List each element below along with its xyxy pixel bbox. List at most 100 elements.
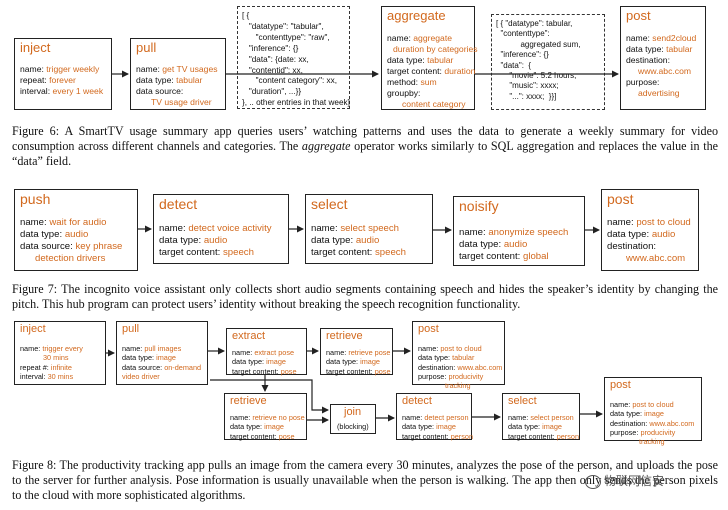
field-key: purpose:: [418, 372, 449, 382]
field-key: destination:: [610, 418, 650, 428]
field-row: data type: audio: [311, 235, 406, 247]
fig6-caption: Figure 6: A SmartTV usage summary app qu…: [12, 124, 718, 170]
field-row: destination: www.abc.com: [418, 363, 502, 372]
field-row: name: detect voice activity: [159, 223, 272, 235]
field-row: target content: pose: [326, 367, 391, 376]
field-key: data type:: [232, 357, 267, 367]
field-value: pose: [280, 366, 297, 376]
field-key: name:: [418, 344, 441, 353]
field-key: name:: [20, 217, 50, 228]
field-key: name:: [136, 64, 163, 74]
field-value: trigger every: [42, 344, 83, 353]
field-row: interval: every 1 week: [20, 86, 103, 97]
field-row: name: select person: [508, 413, 579, 422]
watermark: 物联网信安: [585, 472, 664, 489]
field-key: name:: [159, 223, 189, 234]
field-row: name: trigger weekly: [20, 64, 103, 75]
field-key: name:: [20, 64, 47, 74]
fig6-json-input-text: [ { "datatype": "tabular", "contenttype"…: [242, 11, 350, 108]
fig8-retrieve1-title: retrieve: [326, 330, 363, 342]
fig8-join-box: join (blocking): [330, 404, 376, 434]
field-key: data type:: [387, 55, 428, 65]
field-row: target content: person: [508, 432, 579, 441]
field-row: target content: speech: [311, 247, 406, 259]
field-value: speech: [223, 247, 254, 258]
field-row: data type: tabular: [387, 55, 475, 66]
fig6-json-input: [ { "datatype": "tabular", "contenttype"…: [237, 6, 350, 109]
fig7-noisify-title: noisify: [459, 198, 499, 214]
field-value: tabular: [666, 44, 693, 54]
field-value: post to cloud: [632, 400, 674, 409]
fig6-post-title: post: [626, 8, 651, 23]
field-value: post to cloud: [440, 344, 482, 353]
field-value: image: [264, 422, 284, 432]
field-row: name: pull images: [122, 344, 201, 353]
field-row: name: post to cloud: [610, 400, 694, 409]
field-row: data type: image: [230, 422, 305, 431]
field-row: name: retrieve no pose: [230, 413, 305, 422]
field-row: data source: key phrase: [20, 241, 122, 253]
field-row: name: retrieve pose: [326, 348, 391, 357]
field-value: person: [556, 431, 579, 441]
field-key: data type:: [230, 422, 265, 432]
field-row: destination:: [607, 241, 691, 253]
field-row: name: send2cloud: [626, 33, 696, 44]
field-key: name:: [607, 217, 637, 228]
field-row: name: post to cloud: [607, 217, 691, 229]
field-value: image: [542, 422, 562, 432]
field-key: data type:: [402, 422, 437, 432]
field-key: data type:: [20, 229, 65, 240]
field-row: name: post to cloud: [418, 344, 502, 353]
field-value: infinite: [50, 363, 72, 372]
field-key: target content:: [459, 251, 523, 262]
field-row: data type: audio: [159, 235, 272, 247]
field-key: data type:: [626, 44, 667, 54]
field-value: image: [360, 357, 380, 367]
field-row: groupby:: [387, 88, 475, 99]
fig8-inject-rows: name: trigger every: [20, 344, 83, 353]
field-row: name: extract pose: [232, 348, 297, 357]
field-row: purpose: producivity: [610, 428, 694, 437]
field-key: data type:: [311, 235, 356, 246]
field-value: on-demand: [164, 362, 202, 372]
field-value: www.abc.com: [457, 362, 503, 372]
field-row: target content: person: [402, 432, 473, 441]
field-value: image: [266, 357, 286, 367]
field-key: target content:: [230, 431, 279, 441]
field-row: data type: image: [402, 422, 473, 431]
field-key: destination:: [607, 241, 657, 252]
field-row: data type: tabular: [136, 75, 218, 86]
fig6-inject-title: inject: [20, 40, 51, 55]
field-value: pull images: [144, 344, 182, 353]
field-row: data type: image: [326, 357, 391, 366]
field-row: data source:: [136, 86, 218, 97]
field-row: data type: image: [610, 409, 694, 418]
fig6-aggregate-cont2: content category: [402, 99, 466, 109]
fig7-push-title: push: [20, 191, 51, 207]
field-key: target content:: [508, 431, 557, 441]
field-value: audio: [355, 235, 380, 246]
field-value: sum: [420, 77, 437, 87]
field-key: interval:: [20, 86, 53, 96]
fig7-select-title: select: [311, 196, 348, 212]
field-row: data type: tabular: [418, 353, 502, 362]
field-key: name:: [20, 344, 43, 353]
fig6-pull-title: pull: [136, 40, 157, 55]
fig6-aggregate-cont1: duration by categories: [393, 44, 478, 54]
field-row: target content: pose: [230, 432, 305, 441]
field-row: name: wait for audio: [20, 217, 122, 229]
field-key: repeat #:: [20, 363, 51, 372]
